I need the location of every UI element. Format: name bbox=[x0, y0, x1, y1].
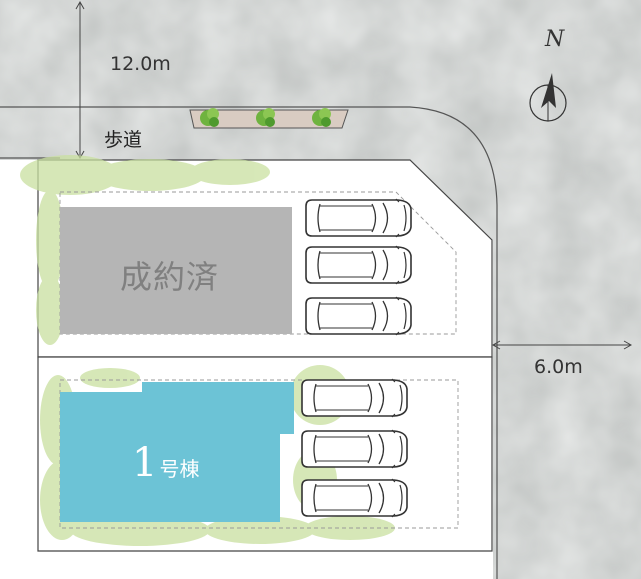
east-road-width-label: 6.0m bbox=[534, 356, 583, 378]
lot-1-suffix: 号棟 bbox=[159, 457, 200, 481]
tree-icon bbox=[312, 108, 331, 127]
tree-icon bbox=[200, 108, 219, 127]
parked-car-icon bbox=[305, 198, 412, 238]
parked-car-icon bbox=[301, 429, 408, 469]
dimension-east-road bbox=[491, 340, 633, 350]
parked-car-icon bbox=[305, 245, 412, 285]
parked-car-icon bbox=[301, 478, 408, 518]
parked-car-icon bbox=[301, 378, 408, 418]
sold-lot-label: 成約済 bbox=[120, 258, 220, 296]
north-arrow bbox=[529, 73, 567, 122]
parked-car-icon bbox=[305, 296, 412, 336]
planter-strip bbox=[189, 108, 349, 129]
lot-1-number: 1 bbox=[132, 440, 158, 486]
sold-building[interactable] bbox=[60, 207, 292, 334]
building-1[interactable] bbox=[60, 382, 294, 522]
tree-icon bbox=[256, 108, 275, 127]
parking-lot-sold bbox=[305, 198, 412, 336]
sidewalk-label: 歩道 bbox=[104, 129, 143, 151]
north-road-width-label: 12.0m bbox=[110, 53, 171, 75]
parking-lot-1 bbox=[301, 378, 408, 518]
compass-north-label: N bbox=[545, 27, 565, 52]
setback-lines bbox=[59, 191, 459, 529]
